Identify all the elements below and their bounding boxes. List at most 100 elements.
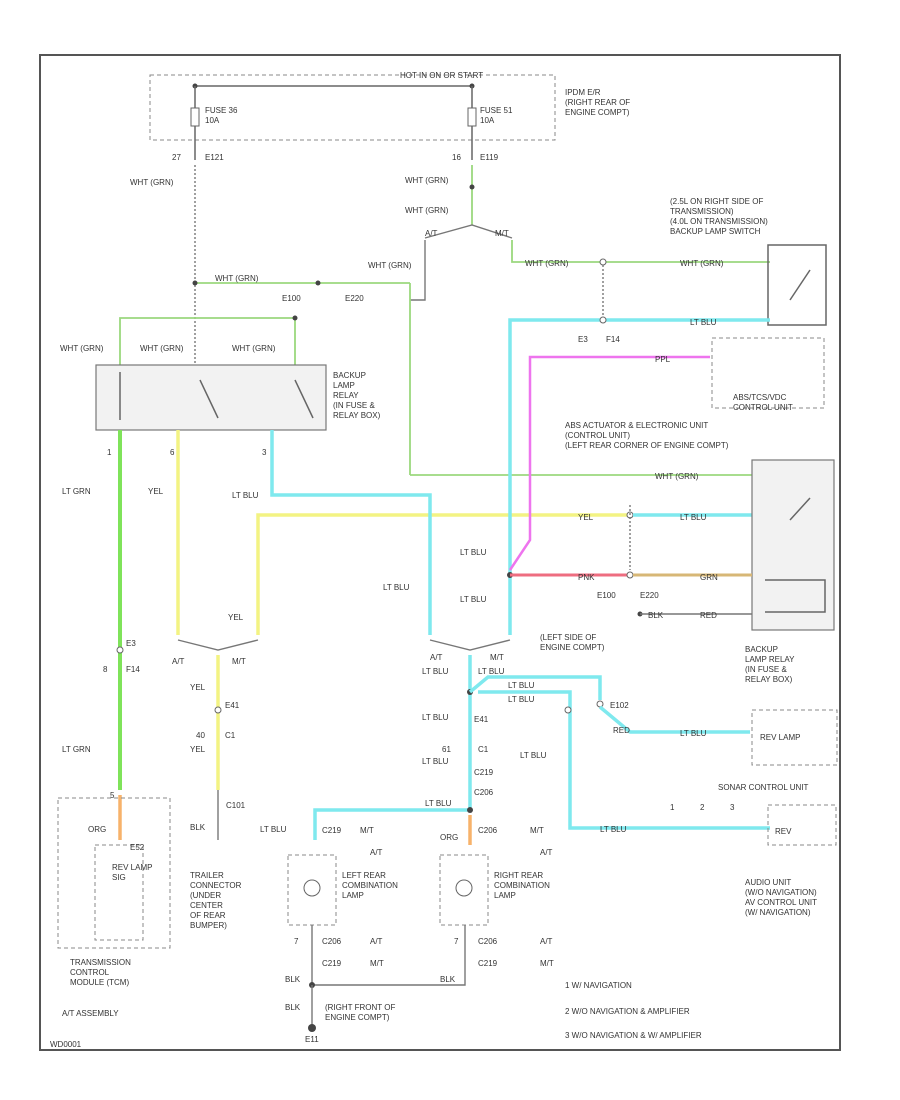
at-mt-selector-top <box>424 224 513 239</box>
label-wht-grn-1: WHT (GRN) <box>130 178 174 187</box>
backup-lamp-relay <box>95 364 327 431</box>
label-yel-5: YEL <box>190 745 206 754</box>
wire-green-relay-feed <box>119 317 296 365</box>
conn-c101: C101 <box>226 801 246 810</box>
label-wht-grn-5: WHT (GRN) <box>525 259 569 268</box>
mt-trailer: M/T <box>232 657 246 666</box>
pin-5: 5 <box>110 791 115 800</box>
conn-f14-left: F14 <box>126 665 140 674</box>
label-red-2: RED <box>613 726 630 735</box>
label-grn: GRN <box>700 573 718 582</box>
conn-c206-center: C206 <box>474 788 494 797</box>
rev-lamp-box <box>751 709 838 766</box>
label-yel-4: YEL <box>190 683 206 692</box>
label-lt-blu-10: LT BLU <box>508 681 535 690</box>
label-lt-blu-4: LT BLU <box>460 548 487 557</box>
pin-40: 40 <box>196 731 205 740</box>
label-lt-blu-7: LT BLU <box>478 667 505 676</box>
wire-yel-to-abs <box>256 513 630 635</box>
wire-ground-bus <box>311 925 466 986</box>
relay-contact-1 <box>199 379 219 419</box>
label-wht-grn-9: WHT (GRN) <box>60 344 104 353</box>
conn-c219-left-b: C219 <box>322 959 342 968</box>
selector-trailer <box>177 639 259 651</box>
label-wht-grn-2: WHT (GRN) <box>405 176 449 185</box>
label-wht-grn-11: WHT (GRN) <box>232 344 276 353</box>
label-lt-blu-abs: LT BLU <box>680 513 707 522</box>
fuse-right-icon <box>467 107 477 127</box>
label-wht-grn-4: WHT (GRN) <box>368 261 412 270</box>
label-yel-3: YEL <box>578 513 594 522</box>
conn-c206-right: C206 <box>478 826 498 835</box>
conn-c219-left: C219 <box>322 826 342 835</box>
label-blk-5: BLK <box>285 1003 301 1012</box>
label-lt-blu-13: LT BLU <box>680 729 707 738</box>
mt-top: M/T <box>495 229 509 238</box>
label-org-1: ORG <box>88 825 106 834</box>
label-lt-blu-16: LT BLU <box>260 825 287 834</box>
conn-e102-label: E102 <box>610 701 629 710</box>
node-combo <box>467 807 473 813</box>
at-top: A/T <box>425 229 438 238</box>
label-wht-grn-6: WHT (GRN) <box>680 259 724 268</box>
pin-relay-1: 1 <box>107 448 112 457</box>
at-assembly-label: A/T ASSEMBLY <box>62 1009 119 1018</box>
left-combo-box <box>287 854 337 926</box>
label-lt-blu-1: LT BLU <box>232 491 259 500</box>
pin-7-right: 7 <box>454 937 459 946</box>
wire-to-left-combo <box>313 808 470 840</box>
wire-lt-blu-relay <box>270 430 432 635</box>
audio-label: AUDIO UNIT(W/O NAVIGATION)AV CONTROL UNI… <box>745 878 817 917</box>
conn-c206-right-b: C206 <box>478 937 498 946</box>
mt-left: M/T <box>360 826 374 835</box>
pin-relay-6: 6 <box>170 448 175 457</box>
wire-to-rev-lamp <box>598 705 750 734</box>
ground-icon <box>308 1024 316 1032</box>
abs-actuator-box <box>751 459 835 631</box>
abs-tcs-box <box>711 337 825 409</box>
mt-right-b: M/T <box>540 959 554 968</box>
conn-f14-right-label: F14 <box>606 335 620 344</box>
pin-audio-3: 3 <box>730 803 735 812</box>
pin-7-left: 7 <box>294 937 299 946</box>
at-trailer: A/T <box>172 657 185 666</box>
pin-16: 16 <box>452 153 461 162</box>
rev-audio-label: REV <box>775 827 792 836</box>
conn-e100: E100 <box>282 294 301 303</box>
legend-1: 1 W/ NAVIGATION <box>565 981 632 990</box>
label-yel-1: YEL <box>148 487 164 496</box>
pin-audio-1: 1 <box>670 803 675 812</box>
label-lt-blu-12: LT BLU <box>520 751 547 760</box>
backup-switch-contact <box>789 269 811 301</box>
left-bulb-icon <box>303 879 321 897</box>
pin-8: 8 <box>103 665 108 674</box>
wire-branch-sonar <box>478 690 770 830</box>
at-assembly-box <box>57 797 171 949</box>
conn-e3-label: E3 <box>126 639 136 648</box>
conn-e119: E119 <box>480 153 499 162</box>
label-ppl: PPL <box>655 355 671 364</box>
pin-27: 27 <box>172 153 181 162</box>
label-lt-blu-15: LT BLU <box>425 799 452 808</box>
fuse-left-icon <box>190 107 200 127</box>
conn-pnk <box>626 571 634 579</box>
label-blk-3: BLK <box>285 975 301 984</box>
label-lt-blu-5: LT BLU <box>460 595 487 604</box>
backup-switch-box <box>767 244 827 326</box>
conn-e121: E121 <box>205 153 224 162</box>
label-lt-blu-6: LT BLU <box>422 667 449 676</box>
audio-box <box>767 804 837 846</box>
ipdm-box <box>149 74 556 141</box>
figure-id: WD0001 <box>50 1040 82 1049</box>
conn-e220: E220 <box>345 294 364 303</box>
wire-mt-to-switch <box>511 240 770 263</box>
wire-ppl <box>508 355 710 571</box>
wire-at-down <box>410 240 426 301</box>
at-right: A/T <box>540 848 553 857</box>
selector-center <box>429 639 511 651</box>
